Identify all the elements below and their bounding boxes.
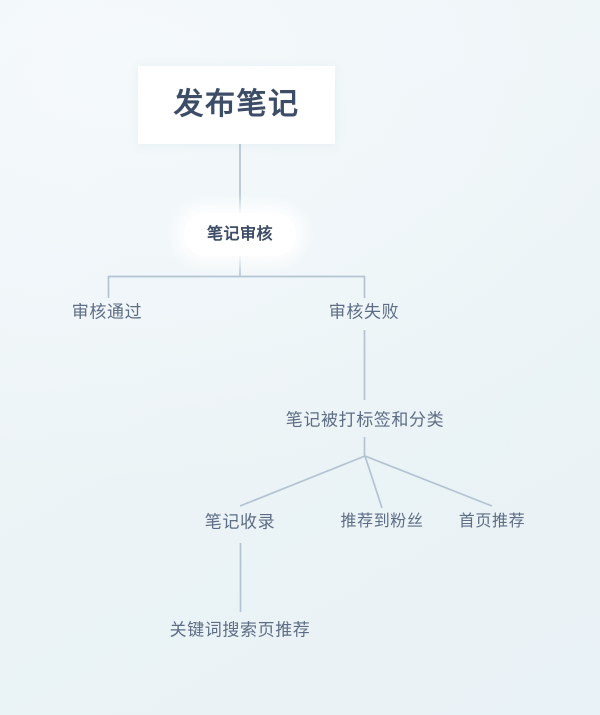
- node-review-failed[interactable]: 审核失败: [328, 302, 400, 322]
- node-review-pill[interactable]: 笔记审核: [184, 213, 296, 256]
- node-keyword-search-recommend[interactable]: 关键词搜索页推荐: [169, 620, 311, 640]
- node-recommend-to-fans[interactable]: 推荐到粉丝: [340, 513, 424, 530]
- node-review-passed[interactable]: 审核通过: [71, 302, 143, 322]
- node-tagged-and-classified[interactable]: 笔记被打标签和分类: [285, 410, 445, 430]
- edge-tagged-to-collect: [239, 455, 366, 507]
- node-root-label: 发布笔记: [173, 88, 300, 121]
- node-homepage-recommend[interactable]: 首页推荐: [458, 513, 526, 530]
- edge-tagged-to-fans: [364, 455, 383, 509]
- node-review-label: 笔记审核: [206, 225, 273, 243]
- node-root-card[interactable]: 发布笔记: [138, 66, 335, 144]
- edge-tagged-to-home: [364, 455, 493, 507]
- node-note-indexed[interactable]: 笔记收录: [204, 512, 276, 532]
